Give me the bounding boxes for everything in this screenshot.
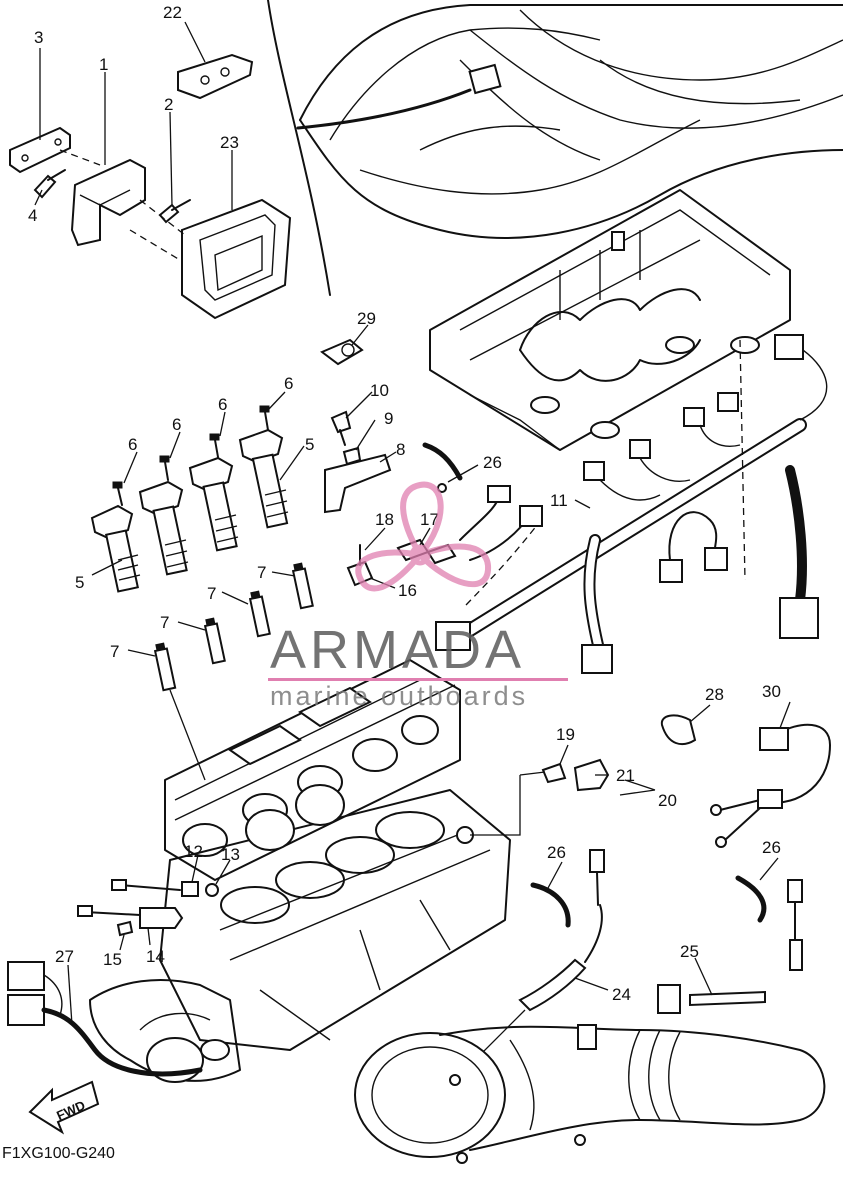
spark-plugs xyxy=(153,562,314,781)
harness-connector xyxy=(581,644,613,674)
callout-1: 1 xyxy=(99,55,108,74)
callout-16: 16 xyxy=(398,581,417,600)
callout-3: 3 xyxy=(34,28,43,47)
callout-13: 13 xyxy=(221,845,240,864)
callout-6: 6 xyxy=(128,435,137,454)
part-5-coil xyxy=(138,480,189,576)
small-parts xyxy=(320,338,463,514)
right-parts xyxy=(454,714,831,1081)
part-22 xyxy=(177,53,254,100)
callout-24: 24 xyxy=(612,985,631,1004)
callout-18: 18 xyxy=(375,510,394,529)
part-5-coil xyxy=(90,504,141,593)
callout-26: 26 xyxy=(483,453,502,472)
callout-9: 9 xyxy=(384,409,393,428)
forward-direction-arrow: FWD xyxy=(28,1080,100,1135)
engine-block xyxy=(89,784,511,1083)
watercraft-hull xyxy=(267,0,843,296)
callout-11: 11 xyxy=(550,491,568,510)
part-19 xyxy=(541,762,567,784)
harness-27 xyxy=(7,961,203,1077)
callout-28: 28 xyxy=(705,685,724,704)
part-5-coil xyxy=(188,456,239,552)
part-14 xyxy=(139,907,184,929)
part-5-coil xyxy=(238,428,289,529)
callout-2: 2 xyxy=(164,95,173,114)
callout-26: 26 xyxy=(762,838,781,857)
callout-29: 29 xyxy=(357,309,376,328)
callout-7: 7 xyxy=(257,563,266,582)
ecu-bracket-group xyxy=(9,53,292,320)
part-4 xyxy=(33,174,57,199)
part-21 xyxy=(573,758,610,792)
watermark-tagline: marine outboards xyxy=(270,681,528,711)
callout-25: 25 xyxy=(680,942,699,961)
diagram-code: F1XG100-G240 xyxy=(2,1145,115,1162)
callout-15: 15 xyxy=(103,950,122,969)
part-10 xyxy=(330,410,352,434)
callout-6: 6 xyxy=(218,395,227,414)
leader-lines xyxy=(34,21,791,1026)
callout-7: 7 xyxy=(160,613,169,632)
callout-30: 30 xyxy=(762,682,781,701)
callout-14: 14 xyxy=(146,947,165,966)
exhaust-duct xyxy=(354,1024,826,1164)
part-12 xyxy=(181,881,199,897)
callout-21: 21 xyxy=(616,766,635,785)
watermark-rule xyxy=(268,678,568,681)
part-30 xyxy=(759,727,789,751)
watermark: ARMADA marine outboards xyxy=(268,481,568,711)
callout-23: 23 xyxy=(220,133,239,152)
callout-6: 6 xyxy=(172,415,181,434)
callout-22: 22 xyxy=(163,3,182,22)
callout-27: 27 xyxy=(55,947,74,966)
part-15 xyxy=(116,920,134,937)
callout-5: 5 xyxy=(75,573,84,592)
part-9 xyxy=(342,446,362,466)
part-23 xyxy=(181,198,292,320)
part-28 xyxy=(660,714,697,746)
harness-connector xyxy=(435,621,471,651)
propeller-logo-icon xyxy=(355,481,492,592)
callout-numbers: 22 3 1 2 23 4 29 6 10 9 8 26 6 6 6 5 18 … xyxy=(28,3,781,1004)
part-24 xyxy=(518,958,587,1012)
part-25 xyxy=(689,990,766,1007)
callout-5: 5 xyxy=(305,435,314,454)
watermark-name: ARMADA xyxy=(270,620,525,680)
sensors xyxy=(77,758,656,937)
callout-6: 6 xyxy=(284,374,293,393)
callout-8: 8 xyxy=(396,440,405,459)
part-27-connector xyxy=(7,961,45,991)
callout-20: 20 xyxy=(658,791,677,810)
callout-7: 7 xyxy=(110,642,119,661)
part-13 xyxy=(205,883,219,897)
ignition-coils xyxy=(90,405,289,593)
part-8 xyxy=(324,453,392,514)
wire-harness xyxy=(346,334,828,674)
engine-cover xyxy=(429,189,791,451)
callout-26: 26 xyxy=(547,843,566,862)
callout-12: 12 xyxy=(184,842,203,861)
callout-19: 19 xyxy=(556,725,575,744)
callout-17: 17 xyxy=(420,510,439,529)
callout-7: 7 xyxy=(207,584,216,603)
callout-4: 4 xyxy=(28,206,37,225)
callout-10: 10 xyxy=(370,381,389,400)
part-1 xyxy=(70,158,146,247)
